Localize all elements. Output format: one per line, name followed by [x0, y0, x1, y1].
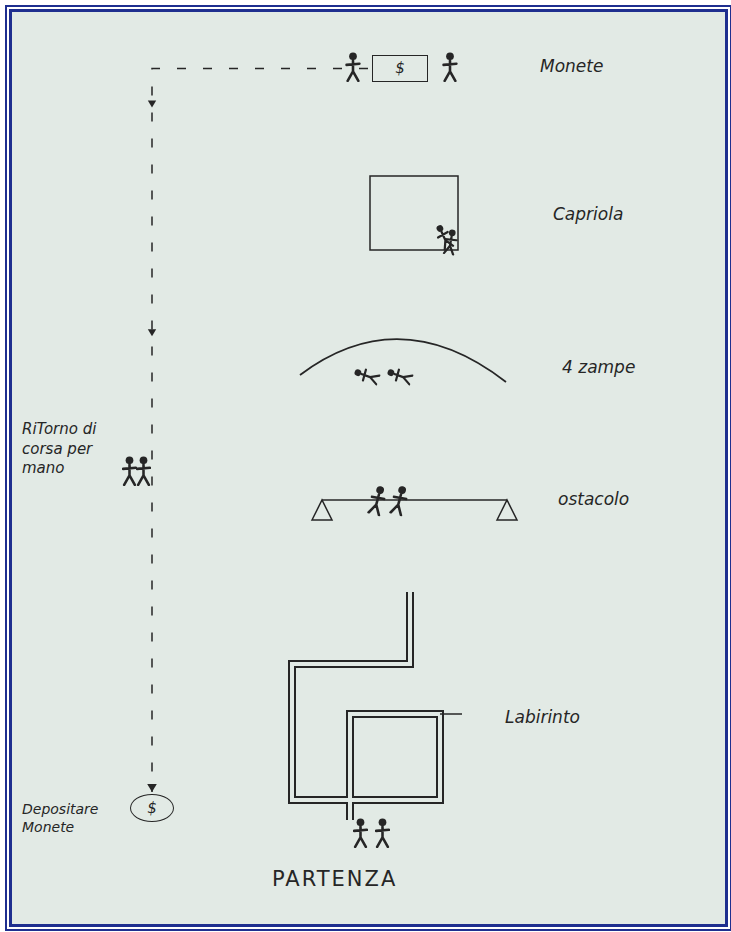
stick-figure — [444, 52, 457, 81]
station-label: Labirinto — [505, 706, 635, 728]
station-label: Depositare Monete — [22, 800, 126, 836]
stick-figure — [137, 456, 150, 485]
paper-ground — [9, 9, 728, 927]
hurdle-bar — [322, 499, 507, 501]
coin-symbol: $ — [147, 801, 157, 816]
stick-figure — [123, 456, 136, 485]
coin-banner: $ — [372, 55, 428, 82]
stick-figure — [347, 52, 360, 81]
cone — [312, 500, 517, 520]
start-label: PARTENZA — [272, 866, 472, 893]
coin-circle: $ — [130, 794, 174, 822]
maze — [292, 592, 462, 820]
station-label: ostacolo — [558, 488, 688, 510]
stick-figure — [376, 818, 389, 847]
station-label: Monete — [540, 55, 670, 77]
coin-symbol: $ — [395, 61, 405, 76]
station-label: Capriola — [553, 203, 683, 225]
return-path — [147, 69, 368, 793]
stick-figure — [354, 818, 367, 847]
station-label: RiTorno di corsa per mano — [22, 420, 118, 479]
station-label: 4 zampe — [562, 356, 692, 378]
tunnel-arc — [300, 339, 506, 382]
